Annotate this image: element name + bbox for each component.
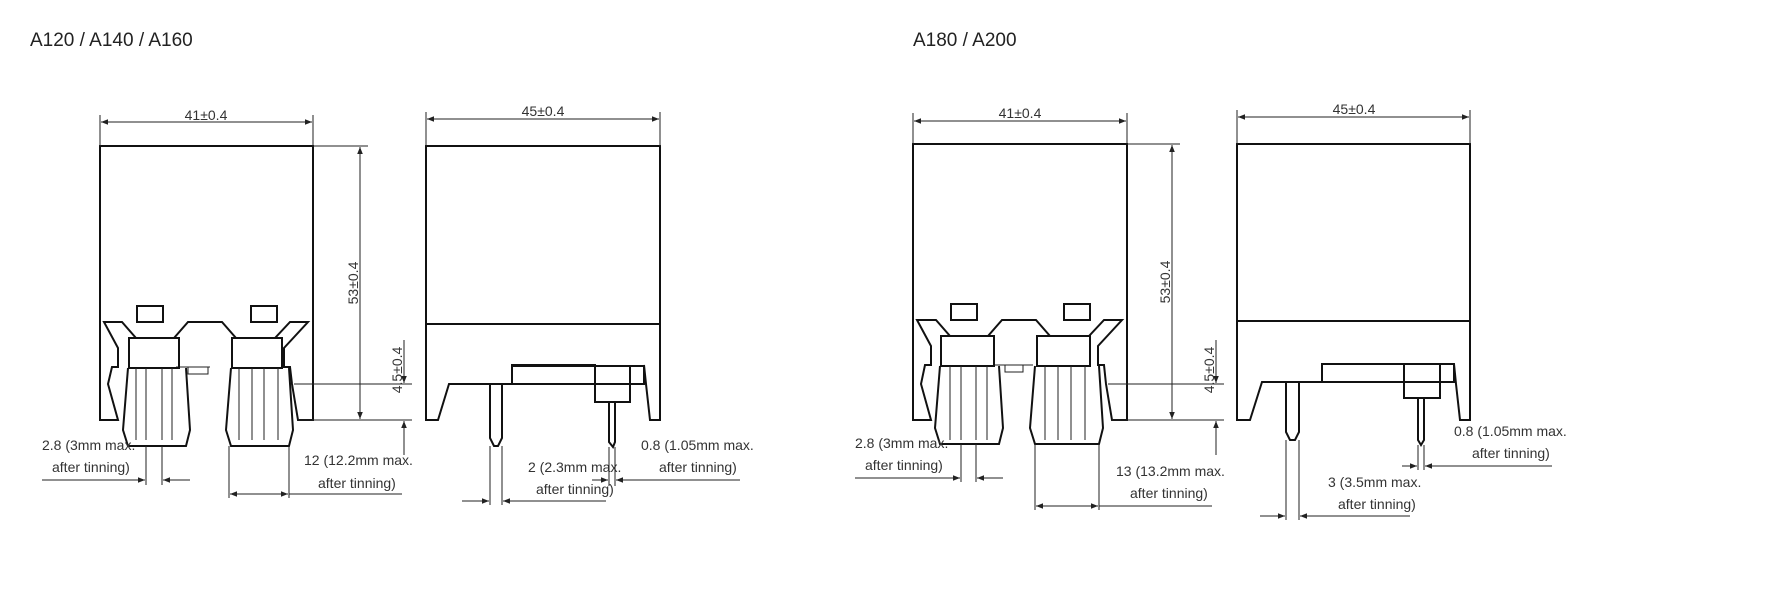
dim-width-label-2: 41±0.4 <box>999 105 1042 121</box>
window-mark-right <box>250 305 278 323</box>
spacing-label-2a: 13 (13.2mm max. <box>1116 463 1225 479</box>
pin-leg-left-2 <box>933 365 1005 445</box>
side-pin-thin-1 <box>608 402 616 449</box>
side-block-2 <box>1403 364 1441 399</box>
window-mark-left <box>136 305 164 323</box>
pin-leg-right <box>224 367 295 447</box>
side-view-1: 45±0.4 2 (2.3mm max. after tinning) 0.8 … <box>425 103 754 505</box>
side-view-2: 45±0.4 3 (3.5mm max. after tinning) 0.8 … <box>1236 101 1567 520</box>
dim-width-label-1: 41±0.4 <box>185 107 228 123</box>
spacing-label-1b: after tinning) <box>318 475 396 491</box>
dim-height-label-2: 53±0.4 <box>1157 260 1173 303</box>
window-mark-left-2 <box>950 303 978 321</box>
center-notch-2 <box>995 364 1033 373</box>
front-body-1 <box>99 145 314 421</box>
pin-leg-right-2 <box>1028 365 1105 445</box>
pin-lines-2 <box>949 366 1086 440</box>
front-view-1: 41±0.4 53±0.4 4.5±0.4 2.8 (3mm max. afte… <box>42 107 413 498</box>
pin-housing-left-2 <box>940 335 995 367</box>
side-width-label-2: 45±0.4 <box>1333 101 1376 117</box>
pin-label-2b: after tinning) <box>865 457 943 473</box>
pin-housing-left <box>128 337 180 369</box>
side-thick-label-2a: 0.8 (1.05mm max. <box>1454 423 1567 439</box>
pin-label-2a: 2.8 (3mm max. <box>855 435 948 451</box>
front-view-2: 41±0.4 53±0.4 4.5±0.4 2.8 (3mm max. afte… <box>855 105 1225 510</box>
side-thick-label-1a: 0.8 (1.05mm max. <box>641 437 754 453</box>
side-body-1 <box>425 145 661 421</box>
side-block <box>511 364 631 403</box>
pin-housing-right-2 <box>1036 335 1091 367</box>
pin-label-1a: 2.8 (3mm max. <box>42 437 135 453</box>
group-title-a120-a160: A120 / A140 / A160 <box>30 30 193 51</box>
side-pin-thin-2 <box>1417 398 1425 447</box>
pin-lines <box>135 368 279 440</box>
side-step <box>511 366 645 385</box>
side-pin-label-1b: after tinning) <box>536 481 614 497</box>
side-pin-label-1a: 2 (2.3mm max. <box>528 459 621 475</box>
side-step-2 <box>1321 364 1455 383</box>
side-thick-label-1b: after tinning) <box>659 459 737 475</box>
side-thick-label-2b: after tinning) <box>1472 445 1550 461</box>
front-body-2 <box>912 143 1128 421</box>
pin-label-1b: after tinning) <box>52 459 130 475</box>
side-pin-wide-1 <box>489 384 503 447</box>
group-title-a180-a200: A180 / A200 <box>913 30 1017 51</box>
group-2-drawings: 41±0.4 53±0.4 4.5±0.4 2.8 (3mm max. afte… <box>855 101 1567 520</box>
side-width-label-1: 45±0.4 <box>522 103 565 119</box>
group-1-drawings: 41±0.4 53±0.4 4.5±0.4 2.8 (3mm max. afte… <box>42 103 754 505</box>
side-pin-wide-2 <box>1285 382 1300 441</box>
dim-foot-label-1: 4.5±0.4 <box>389 346 405 393</box>
side-pin-label-2a: 3 (3.5mm max. <box>1328 474 1421 490</box>
spacing-label-2b: after tinning) <box>1130 485 1208 501</box>
center-notch <box>176 366 210 375</box>
pin-leg-left <box>121 367 192 447</box>
spacing-label-1a: 12 (12.2mm max. <box>304 452 413 468</box>
pin-housing-right <box>231 337 283 369</box>
side-pin-label-2b: after tinning) <box>1338 496 1416 512</box>
dim-foot-label-2: 4.5±0.4 <box>1201 346 1217 393</box>
dim-height-label-1: 53±0.4 <box>345 261 361 304</box>
side-body-2 <box>1236 143 1471 421</box>
window-mark-right-2 <box>1063 303 1091 321</box>
